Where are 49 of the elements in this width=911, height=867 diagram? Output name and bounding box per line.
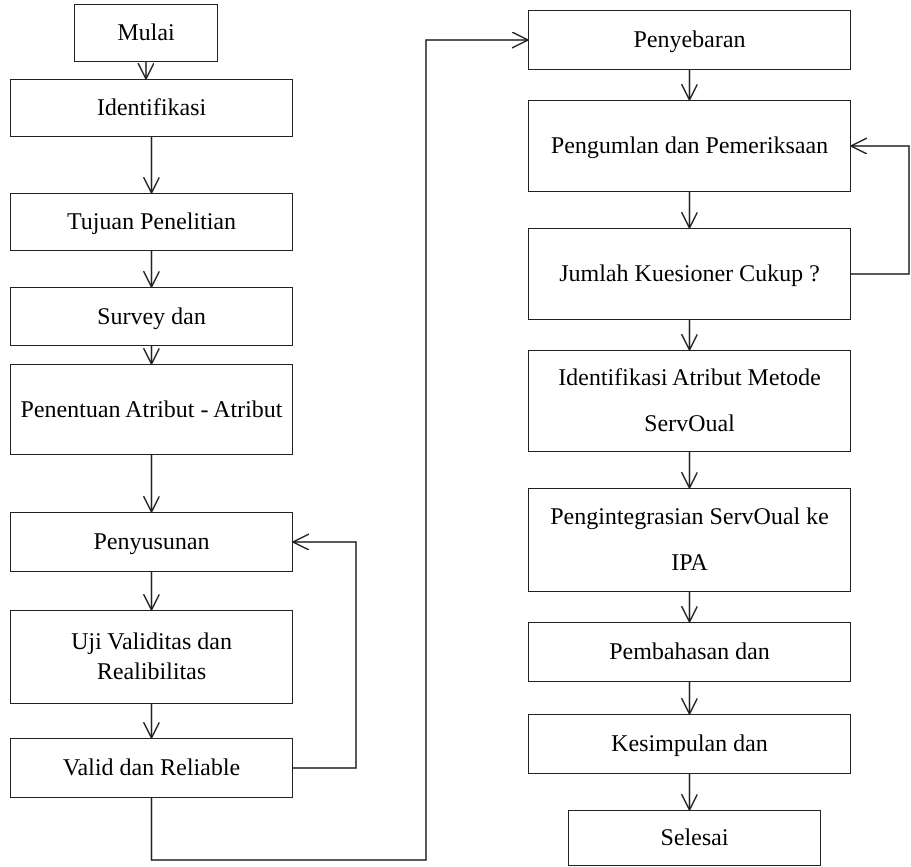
- arrow: [150, 31, 529, 861]
- process-box: [528, 622, 851, 682]
- arrow: [680, 320, 698, 351]
- arrow: [292, 533, 357, 769]
- box-label: Valid dan Reliable: [62, 754, 240, 783]
- box-label: Penyusunan: [94, 528, 210, 557]
- arrow: [680, 452, 698, 489]
- arrow: [680, 70, 698, 101]
- box-label: Penentuan Atribut - Atribut: [20, 396, 282, 424]
- box-label: Mulai: [117, 19, 175, 48]
- arrow: [142, 346, 160, 365]
- arrow: [142, 137, 160, 194]
- box-label: Jumlah Kuesioner Cukup ?: [559, 260, 820, 289]
- box-label: Uji Validitas dan Realibilitas: [70, 628, 233, 687]
- process-box: [528, 10, 851, 70]
- process-box: [528, 228, 851, 320]
- box-label: Pembahasan dan: [609, 638, 770, 667]
- arrow: [680, 192, 698, 229]
- process-box: [10, 193, 293, 251]
- box-label: Pengumlan dan Pemeriksaan: [550, 132, 828, 161]
- arrow: [850, 137, 910, 275]
- box-label: Identifikasi: [96, 94, 206, 123]
- process-box: [10, 287, 293, 346]
- process-box: [10, 738, 293, 798]
- box-label: Pengintegrasian ServOual ke IPA: [549, 503, 830, 578]
- arrow: [680, 774, 698, 811]
- arrow: [680, 682, 698, 715]
- arrow: [142, 455, 160, 513]
- box-label: Identifikasi Atribut Metode ServOual: [557, 364, 822, 439]
- process-box: [528, 714, 851, 774]
- arrow: [142, 572, 160, 611]
- arrow: [137, 62, 155, 80]
- process-box: [74, 4, 218, 62]
- process-box: [568, 810, 821, 866]
- process-box: [528, 100, 851, 192]
- process-box: [10, 512, 293, 572]
- box-label: Kesimpulan dan: [611, 730, 768, 759]
- arrow: [142, 251, 160, 288]
- process-box: [528, 488, 851, 592]
- process-box: [10, 79, 293, 137]
- process-box: [528, 350, 851, 452]
- box-label: Survey dan: [97, 302, 206, 332]
- process-box: [10, 364, 293, 455]
- box-label: Tujuan Penelitian: [66, 208, 236, 237]
- arrow: [142, 704, 160, 739]
- box-label: Penyebaran: [634, 26, 746, 55]
- process-box: [10, 610, 293, 704]
- box-label: Selesai: [660, 824, 728, 853]
- arrow: [680, 592, 698, 623]
